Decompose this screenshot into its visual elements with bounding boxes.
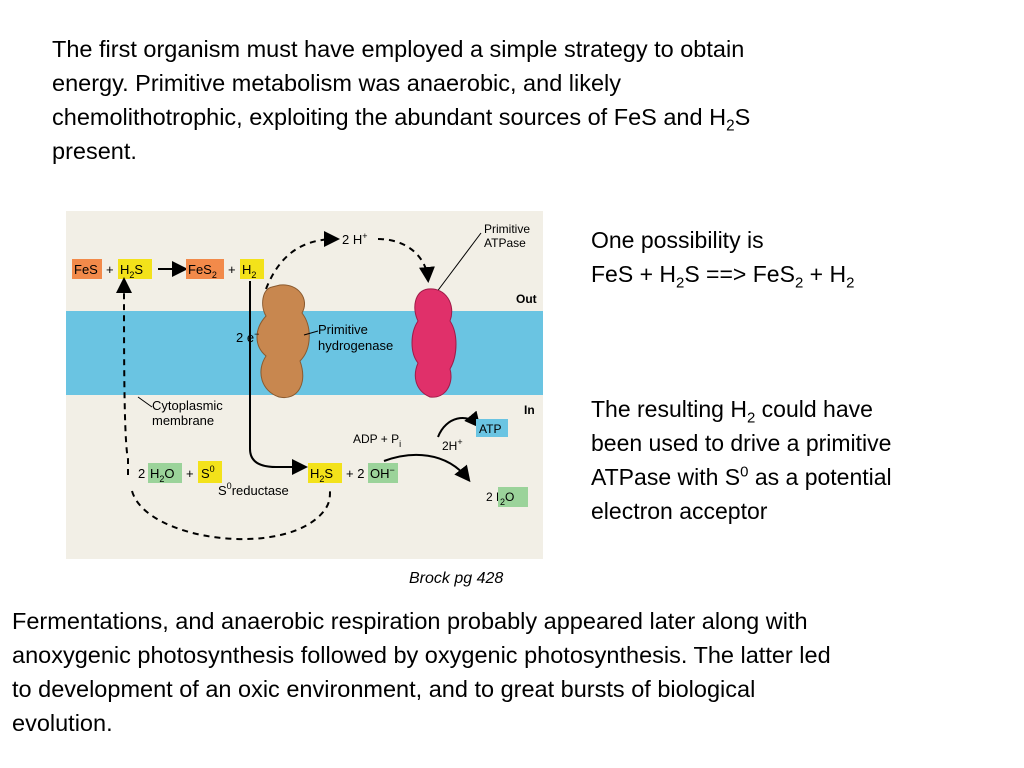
two-h-plus-inner: 2H+ <box>442 437 463 453</box>
adp-pi-label: ADP + Pi <box>353 432 401 449</box>
h2s-box-top <box>118 259 152 279</box>
oh-box <box>368 463 398 483</box>
membrane-leader-line <box>137 396 153 408</box>
out-label: Out <box>516 292 537 306</box>
h2o-box-left <box>148 463 182 483</box>
intro-paragraph: The first organism must have employed a … <box>52 32 952 168</box>
fes-label: FeS <box>74 262 98 277</box>
result-line-1: The resulting H2 could have <box>591 396 873 427</box>
fes2-box <box>186 259 224 279</box>
h2-box-top <box>240 259 264 279</box>
plus-sign-3: + <box>186 466 194 481</box>
hydrogenase-protein <box>256 284 310 399</box>
plus-two-label: + 2 <box>346 466 364 481</box>
s0-label: S0 <box>201 464 215 481</box>
fes2-label: FeS2 <box>188 262 217 280</box>
fes-box <box>72 259 102 279</box>
intro-line-3: chemolithotrophic, exploiting the abunda… <box>52 104 751 135</box>
atpase-protein <box>411 288 457 398</box>
later-line-4: evolution. <box>12 710 113 736</box>
bottom-dashed-return <box>131 490 331 540</box>
plus-sign-2: + <box>228 262 236 277</box>
electron-to-reductase-arrow <box>249 448 308 475</box>
intro-line-1: The first organism must have employed a … <box>52 36 745 62</box>
s0-box <box>198 461 222 483</box>
oh-label: OH− <box>370 465 395 481</box>
possibility-paragraph: One possibility is FeS + H2S ==> FeS2 + … <box>591 223 1001 291</box>
intro-line-2: energy. Primitive metabolism was anaerob… <box>52 70 622 96</box>
later-line-3: to development of an oxic environment, a… <box>12 676 756 702</box>
h2o-left-coef: 2 <box>138 466 145 481</box>
plus-sign-1: + <box>106 262 114 277</box>
h2o-left-label: H2O <box>150 466 175 484</box>
intro-line-4: present. <box>52 138 137 164</box>
atpase-leader-line <box>435 232 482 294</box>
hydrogenase-leader-line <box>303 330 319 336</box>
primitive-atpase-label-1: Primitive <box>484 222 530 236</box>
two-h-plus-top: 2 H+ <box>342 231 368 247</box>
result-paragraph: The resulting H2 could have been used to… <box>591 392 1001 528</box>
result-line-2: been used to drive a primitive <box>591 430 892 456</box>
proton-to-atpase-arc <box>377 238 435 283</box>
h2s-bottom-label: H2S <box>310 466 333 484</box>
figure-caption: Brock pg 428 <box>409 570 504 587</box>
h2-to-proton-arc <box>265 231 340 290</box>
h2s-box-bottom <box>308 463 342 483</box>
s0-reductase-label: S0reductase <box>218 481 289 498</box>
in-label: In <box>524 403 535 417</box>
cytoplasmic-membrane-label-2: membrane <box>152 413 214 428</box>
later-line-1: Fermentations, and anaerobic respiration… <box>12 608 808 634</box>
oh-to-water-arrow <box>383 453 471 483</box>
adp-to-atp-arrow <box>437 410 481 438</box>
later-line-2: anoxygenic photosynthesis followed by ox… <box>12 642 831 668</box>
later-paragraph: Fermentations, and anaerobic respiration… <box>12 604 1012 740</box>
primitive-hydrogenase-label-1: Primitive <box>318 322 368 337</box>
cytoplasmic-membrane-label-1: Cytoplasmic <box>152 398 223 413</box>
result-line-4: electron acceptor <box>591 498 768 524</box>
possibility-equation: FeS + H2S ==> FeS2 + H2 <box>591 261 855 292</box>
h2s-top-label: H2S <box>120 262 143 280</box>
h2o-right-label: 2O <box>500 490 514 507</box>
atp-box <box>476 419 508 437</box>
h2o-box-right <box>498 487 528 507</box>
primitive-atpase-label-2: ATPase <box>484 236 526 250</box>
result-line-3: ATPase with S0 as a potential <box>591 463 892 490</box>
metabolism-diagram: FeS + H2S FeS2 + H2 2 H+ Primitive ATPas… <box>66 211 543 559</box>
h2-top-label: H2 <box>242 262 256 280</box>
possibility-line-1: One possibility is <box>591 227 764 253</box>
atp-label: ATP <box>479 422 501 436</box>
primitive-hydrogenase-label-2: hydrogenase <box>318 338 393 353</box>
